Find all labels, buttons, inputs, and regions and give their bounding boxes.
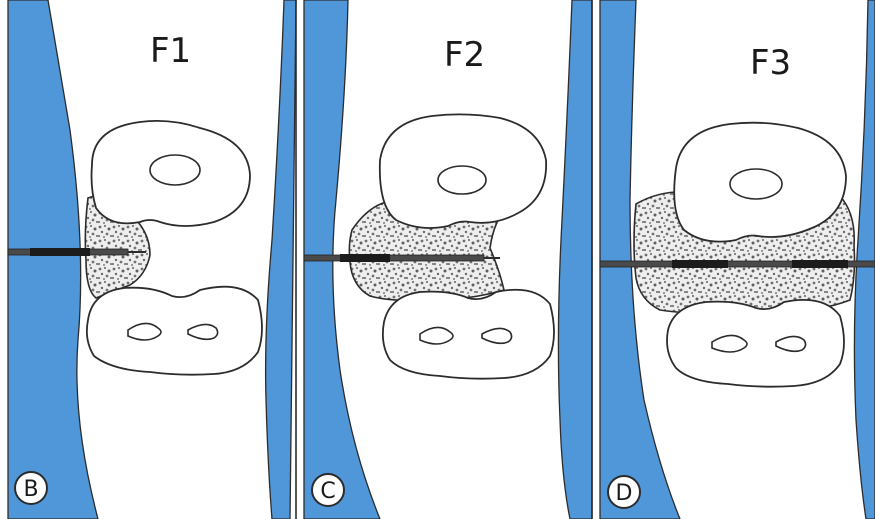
panel-letter: B [23, 477, 38, 502]
panel-letter: C [320, 479, 335, 504]
right-wall [266, 0, 296, 519]
instrument [600, 260, 875, 268]
upper-vertebra-canal [150, 155, 200, 185]
right-wall [558, 0, 592, 519]
left-wall [8, 0, 98, 519]
panel-d: F3 D [600, 0, 875, 519]
panel-b: F1 B [8, 0, 296, 519]
upper-vertebra-canal [438, 166, 486, 194]
panel-title: F3 [750, 43, 791, 83]
upper-vertebra-canal [730, 169, 782, 199]
instrument [304, 254, 500, 262]
panel-title: F1 [150, 31, 191, 71]
panel-letter: D [616, 481, 633, 506]
panel-c: F2 C [304, 0, 592, 519]
instrument [8, 248, 146, 256]
lower-vertebra [383, 290, 554, 379]
right-wall [854, 0, 875, 519]
lower-vertebra [667, 300, 844, 387]
lower-vertebra [87, 287, 262, 375]
panel-title: F2 [444, 35, 485, 75]
